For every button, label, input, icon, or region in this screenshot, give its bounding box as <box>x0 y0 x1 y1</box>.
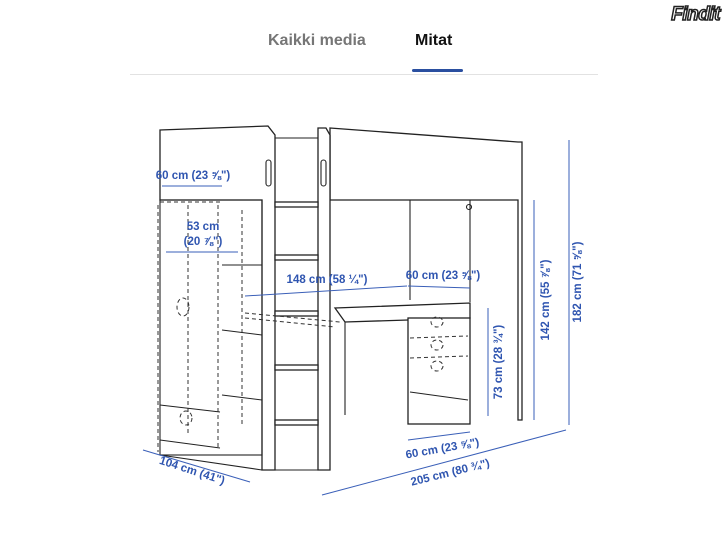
bed-drawing <box>157 125 523 471</box>
dim-total-length: 205 cm (80 ¾") <box>410 457 492 488</box>
dim-wardrobe-width-in: (20 ⅞") <box>184 236 223 248</box>
dim-total-height: 182 cm (71 ⅝") <box>572 241 584 322</box>
dim-desk-depth-top: 60 cm (23 ⅝") <box>406 270 481 282</box>
dim-under-bed-height: 142 cm (55 ⅞") <box>540 259 552 340</box>
tab-dimensions[interactable]: Mitat <box>415 32 453 49</box>
active-tab-indicator <box>412 69 463 72</box>
tab-divider <box>130 74 598 75</box>
dim-desk-depth-bottom: 60 cm (23 ⅝") <box>405 437 481 462</box>
findit-logo: Findit <box>671 3 722 26</box>
dim-wardrobe-width-cm: 53 cm <box>187 221 220 233</box>
dimension-lines <box>142 140 570 496</box>
dim-headboard-width: 60 cm (23 ⅝") <box>156 170 231 182</box>
dim-desk-width: 148 cm (58 ¼") <box>287 274 368 286</box>
dim-desk-height: 73 cm (28 ¾") <box>493 325 505 400</box>
tab-all-media[interactable]: Kaikki media <box>268 32 366 49</box>
